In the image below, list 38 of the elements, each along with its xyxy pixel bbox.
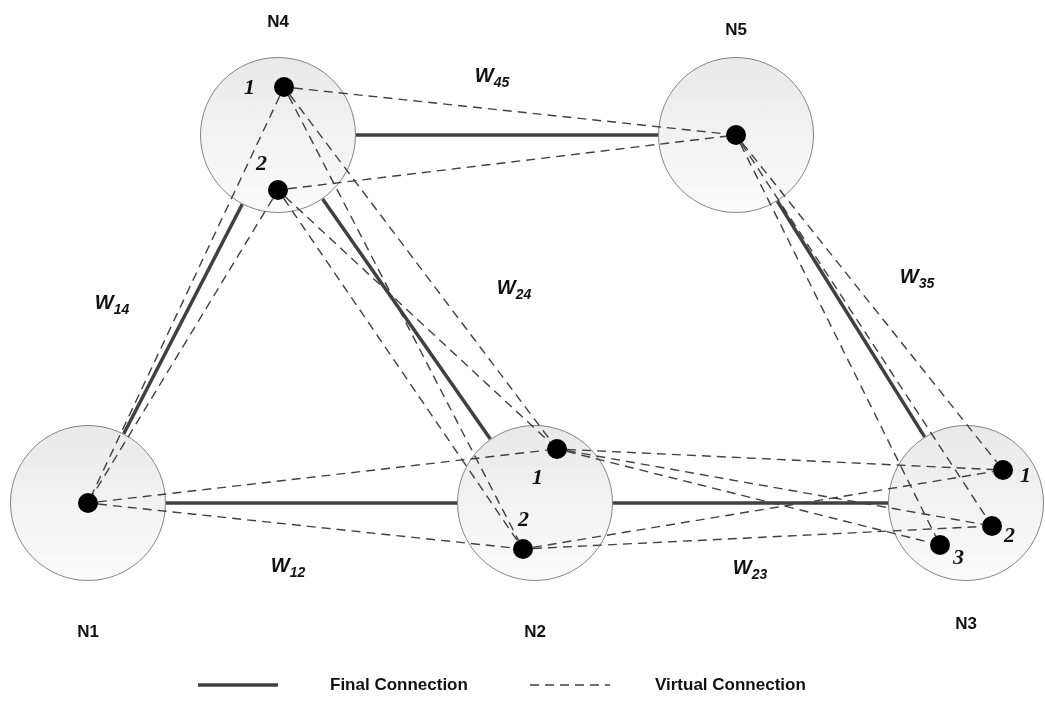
- connector-line: [775, 200, 927, 438]
- connector-line: [613, 501, 888, 505]
- edge-label: W$_{14}$: [94, 290, 130, 319]
- connector-line: [321, 197, 492, 441]
- point-number: 1: [532, 466, 543, 488]
- node-label: N2: [523, 622, 547, 642]
- point-number: 2: [518, 508, 529, 530]
- connector-line: [356, 133, 658, 137]
- point-number: 3: [953, 546, 964, 568]
- node-label: N5: [724, 20, 748, 40]
- legend-label: Virtual Connection: [655, 675, 806, 695]
- dashed-connector: [287, 135, 727, 190]
- edge-label: W$_{35}$: [899, 264, 935, 293]
- point-number: 2: [256, 152, 267, 174]
- dashed-connector: [282, 197, 519, 542]
- legend-label: Final Connection: [330, 675, 468, 695]
- dashed-connector: [532, 470, 994, 549]
- node-label: N1: [76, 622, 100, 642]
- connector-line: [166, 501, 457, 505]
- edge-label: W$_{23}$: [732, 555, 768, 584]
- connector-line: [122, 203, 244, 435]
- edge-label: W$_{24}$: [496, 275, 532, 304]
- point-number: 1: [244, 76, 255, 98]
- dashed-connector: [566, 448, 994, 471]
- dashed-connector: [741, 142, 998, 463]
- dashed-connector: [284, 196, 551, 443]
- point-number: 2: [1004, 524, 1015, 546]
- dashed-connector: [739, 143, 937, 537]
- node-label: N3: [954, 614, 978, 634]
- edge-label: W$_{45}$: [474, 63, 510, 92]
- dashed-connector: [91, 95, 281, 495]
- dashed-connector: [92, 197, 274, 496]
- dashed-connector: [97, 449, 548, 503]
- node-label: N4: [266, 12, 290, 32]
- dashed-connector: [287, 95, 520, 541]
- dashed-connector: [566, 450, 983, 525]
- point-number: 1: [1020, 464, 1031, 486]
- edge-label: W$_{12}$: [270, 553, 306, 582]
